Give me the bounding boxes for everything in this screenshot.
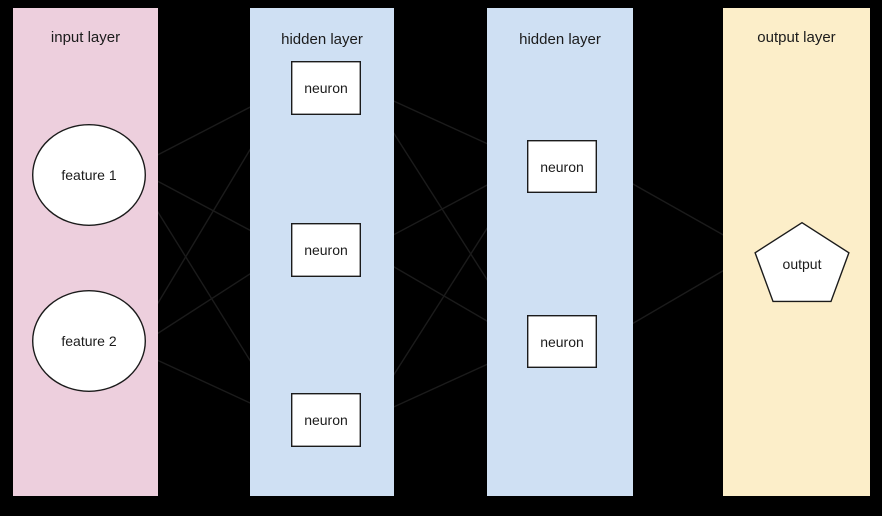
node-outline-h1-neuron-1 [290, 60, 361, 115]
node-outline-h1-neuron-2 [290, 222, 361, 277]
layer-title-input-layer: input layer [50, 29, 121, 46]
node-output-node[interactable]: output [752, 221, 852, 303]
node-outline-h1-neuron-3 [290, 392, 361, 447]
layer-title-output-layer: output layer [757, 29, 836, 46]
layer-panel-hidden-layer-2: hidden layer [487, 8, 633, 496]
node-outline-h2-neuron-2 [526, 314, 597, 368]
node-feature-2[interactable]: feature 2 [32, 290, 146, 392]
node-h1-neuron-3[interactable]: neuron [290, 392, 361, 447]
node-feature-1[interactable]: feature 1 [32, 124, 146, 226]
node-h1-neuron-2[interactable]: neuron [290, 222, 361, 277]
layer-panel-input-layer: input layer [13, 8, 158, 496]
node-outline-output-node [754, 221, 850, 303]
node-outline-feature-2 [32, 290, 146, 392]
layer-title-hidden-layer-2: hidden layer [519, 31, 601, 48]
node-h2-neuron-1[interactable]: neuron [526, 139, 597, 193]
layer-title-hidden-layer-1: hidden layer [281, 31, 363, 48]
node-outline-feature-1 [32, 124, 146, 226]
node-h2-neuron-2[interactable]: neuron [526, 314, 597, 368]
node-outline-h2-neuron-1 [526, 139, 597, 193]
node-h1-neuron-1[interactable]: neuron [290, 60, 361, 115]
connection-edges [142, 87, 751, 421]
